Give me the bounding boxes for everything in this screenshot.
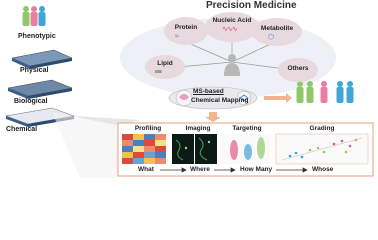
panel-title-imaging: Imaging <box>185 125 211 132</box>
imaging-panels <box>172 134 217 164</box>
protein-icon: ≈ <box>175 33 179 40</box>
right-arrow-icon <box>264 93 292 103</box>
layer-label-biological: Biological <box>14 98 48 105</box>
panel-title-grading: Grading <box>309 125 335 132</box>
metabolite-icon: ⬡ <box>268 34 275 41</box>
targeting-plot <box>222 134 270 164</box>
omics-protein-label: Protein <box>174 24 198 31</box>
bottom-label-how-many: How Many <box>240 166 273 173</box>
layer-label-phenotypic: Phenotypic <box>18 33 56 40</box>
phenotypic-people-icon <box>22 6 46 26</box>
ms-based-label: MS-based <box>193 88 224 95</box>
profiling-heatmap <box>122 134 166 164</box>
center-person-icon <box>224 54 240 76</box>
down-arrow-icon <box>205 112 221 122</box>
chemical-structure-icon <box>236 90 252 106</box>
patient-groups-icon <box>296 81 354 103</box>
omics-metabolite: Metabolite <box>252 18 302 46</box>
omics-others-label: Others <box>287 65 309 72</box>
physical-layer-slab <box>11 49 73 69</box>
lipid-icon: ııııııı <box>155 69 162 75</box>
bottom-label-what: What <box>138 166 154 173</box>
omics-nucleic-acid-label: Nucleic Acid <box>212 17 252 24</box>
panel-title-targeting: Targeting <box>232 125 262 132</box>
omics-metabolite-label: Metabolite <box>260 25 294 32</box>
layer-label-chemical: Chemical <box>6 126 38 133</box>
dna-icon: ∿∿∿ <box>222 26 238 33</box>
grading-plot <box>275 133 369 165</box>
omics-others: Others <box>278 58 318 82</box>
layer-label-physical: Physical <box>20 67 49 74</box>
omics-lipid: Lipid <box>145 55 185 79</box>
chemical-mapping-ellipse <box>168 86 258 110</box>
omics-nucleic-acid: Nucleic Acid <box>205 12 259 42</box>
bottom-label-where: Where <box>190 166 210 173</box>
chemical-mapping-label: Chemical Mapping <box>191 97 249 104</box>
bottom-label-whose: Whose <box>312 166 334 173</box>
omics-lipid-label: Lipid <box>157 60 173 67</box>
omics-protein: Protein <box>164 17 208 45</box>
panel-title-profiling: Profiling <box>134 125 162 132</box>
flow-arrows <box>160 167 308 173</box>
page-title: Precision Medicine <box>206 0 297 11</box>
biological-layer-slab <box>7 79 73 99</box>
